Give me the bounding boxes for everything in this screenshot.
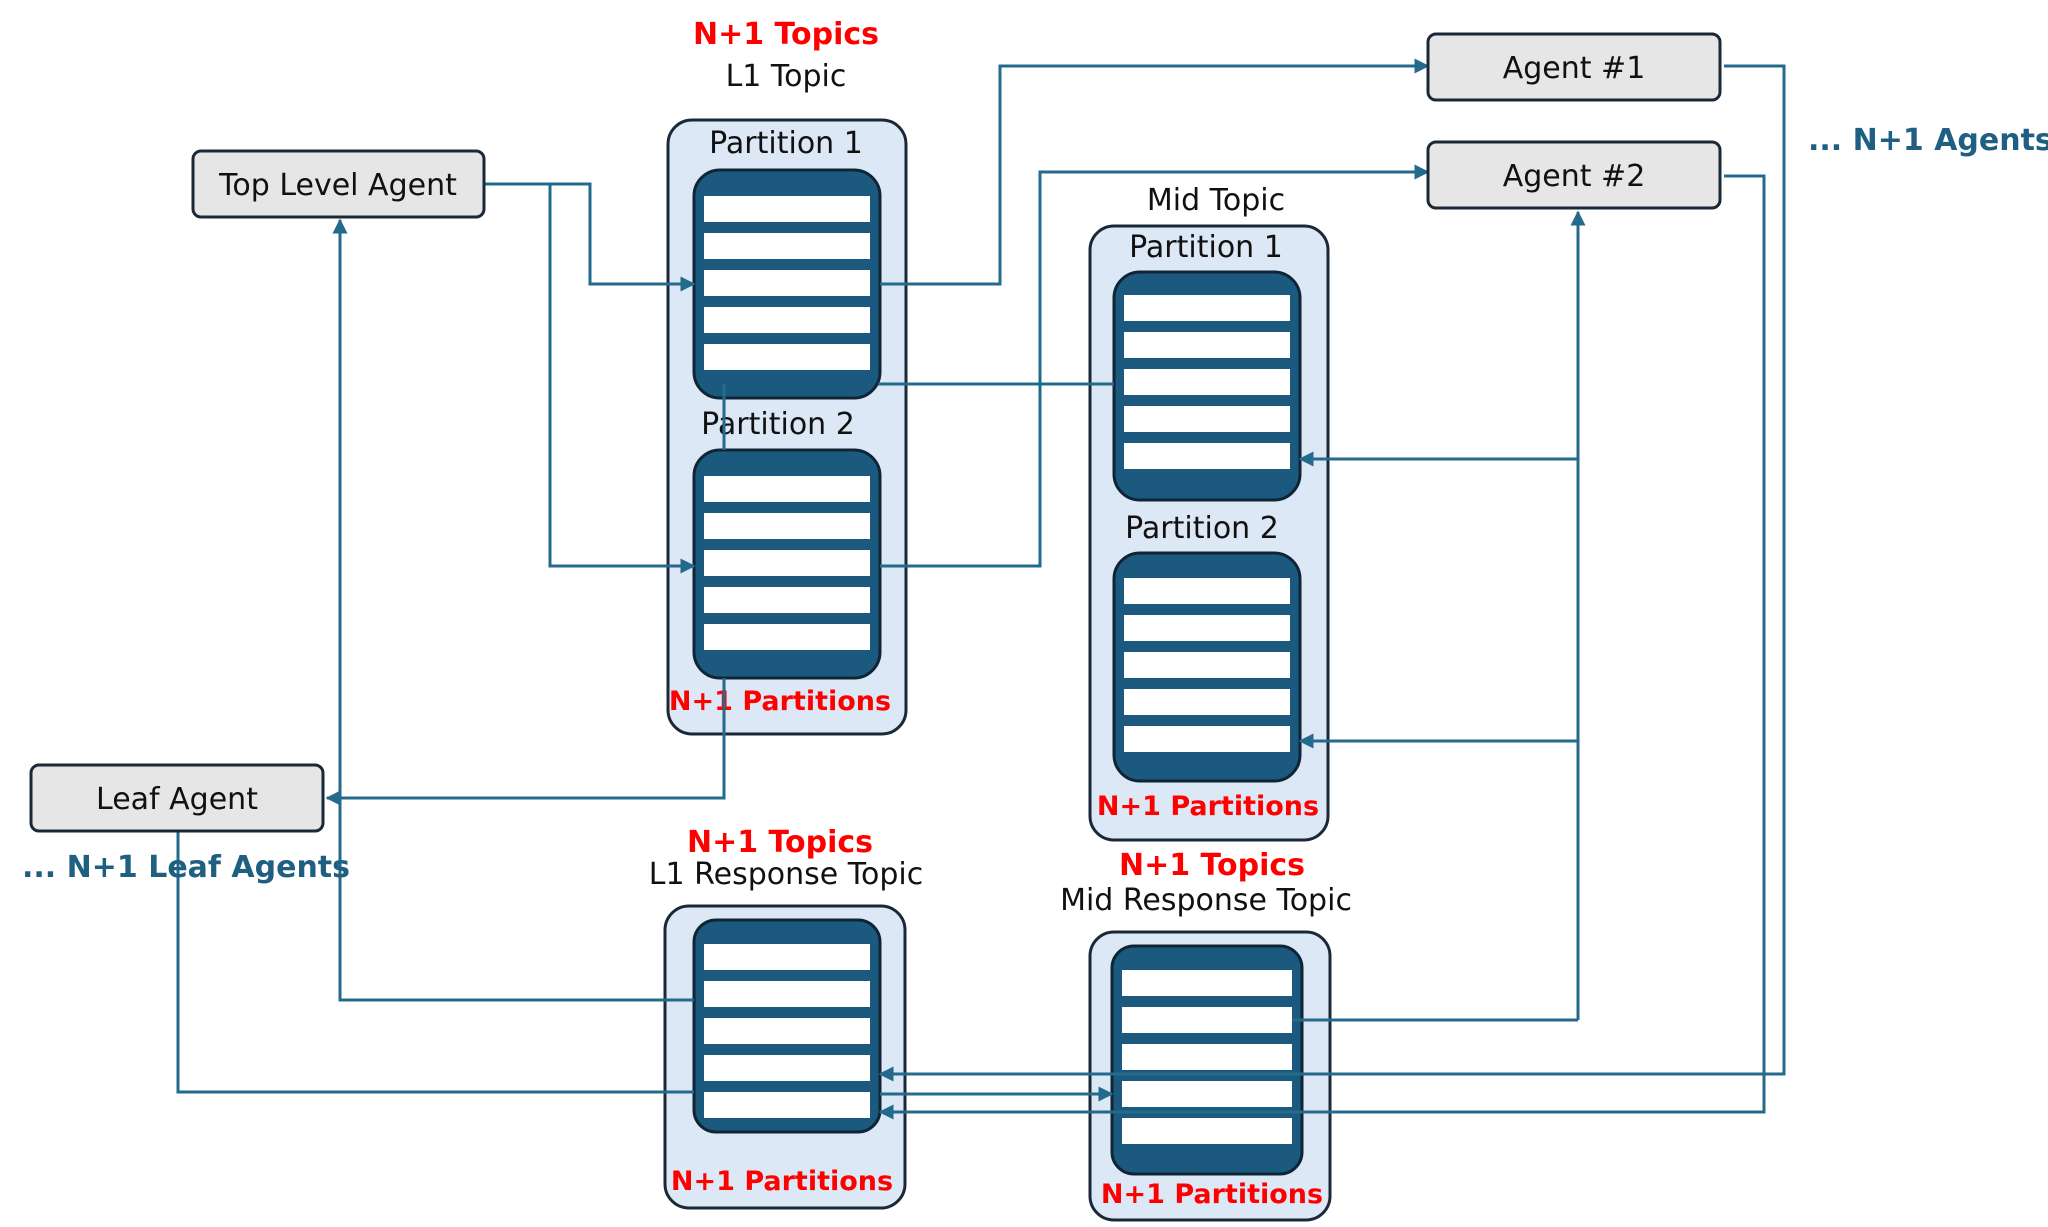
partition-slot	[1122, 1044, 1292, 1070]
agent-2-box[interactable]	[1426, 140, 1722, 210]
connector-l1p1-to-agent1	[880, 58, 1430, 286]
partition-slot	[1124, 652, 1290, 678]
partition-slot	[704, 196, 870, 222]
l1-response-count-label: N+1 Topics	[687, 825, 873, 860]
l1-response-partitions-label: N+1 Partitions	[671, 1166, 893, 1197]
partition-slot	[1122, 1007, 1292, 1033]
l1-partition1-label: Partition 1	[709, 126, 863, 161]
mid-partition2-label: Partition 2	[1125, 511, 1279, 546]
partition-slot	[704, 344, 870, 370]
partition-slot	[704, 307, 870, 333]
connector-l1p2-to-agent2	[880, 164, 1430, 568]
partition-slot	[1124, 689, 1290, 715]
partition-slot	[704, 1092, 870, 1118]
partition-slot	[704, 1055, 870, 1081]
partition-slot	[704, 476, 870, 502]
partition-slot	[1122, 970, 1292, 996]
l1-topic-title: L1 Topic	[726, 59, 847, 94]
agent-1-label: Agent #1	[1503, 51, 1646, 86]
leaf-agent-box[interactable]	[29, 763, 325, 833]
top-level-agent[interactable]: Top Level Agent	[191, 149, 486, 219]
connector-l1-response-to-top	[332, 218, 694, 1002]
mid-response-count-label: N+1 Topics	[1119, 848, 1305, 883]
n1-agents-annotation: ... N+1 Agents	[1808, 123, 2048, 158]
mid-topic-title: Mid Topic	[1147, 183, 1285, 218]
connectors	[176, 58, 1786, 1120]
partition-slot	[1122, 1118, 1292, 1144]
partition-slot	[1122, 1081, 1292, 1107]
l1-topic-count-label: N+1 Topics	[693, 17, 879, 52]
agent-2[interactable]: Agent #2	[1426, 140, 1722, 210]
partition-slot	[704, 270, 870, 296]
partition-slot	[704, 1018, 870, 1044]
l1-partitions-label: N+1 Partitions	[669, 686, 891, 717]
connector-top-to-l1p2	[548, 184, 696, 574]
leaf-agent[interactable]: Leaf Agent	[29, 763, 325, 833]
partition-slot	[1124, 295, 1290, 321]
agent-2-label: Agent #2	[1503, 159, 1646, 194]
mid-response-topic: N+1 Topics Mid Response Topic N+1 Partit…	[1060, 848, 1352, 1222]
connector-to-leaf-agent	[325, 678, 726, 806]
partition-slot	[704, 981, 870, 1007]
mid-topic: Mid Topic Partition 1 Partition 2 N+1 Pa…	[1088, 183, 1330, 842]
connector-agent1-to-l1-response	[878, 64, 1786, 1082]
partition-slot	[1124, 369, 1290, 395]
l1-response-topic: N+1 Topics L1 Response Topic N+1 Partiti…	[649, 825, 923, 1210]
connector-leaf-to-l1-response	[176, 832, 694, 1094]
agent-1-box[interactable]	[1426, 32, 1722, 102]
partition-slot	[1124, 332, 1290, 358]
l1-partition2-label: Partition 2	[701, 407, 855, 442]
partition-slot	[704, 233, 870, 259]
top-level-agent-label: Top Level Agent	[218, 168, 457, 203]
l1-topic: N+1 Topics L1 Topic Partition 1 Partitio…	[666, 17, 908, 736]
connector-top-to-l1p1	[484, 182, 696, 292]
partition-slot	[704, 550, 870, 576]
partition-slot	[1124, 615, 1290, 641]
partition-slot	[1124, 726, 1290, 752]
partition-slot	[1124, 443, 1290, 469]
mid-partition1-label: Partition 1	[1129, 230, 1283, 265]
partition-slot	[704, 513, 870, 539]
mid-response-partitions-label: N+1 Partitions	[1101, 1179, 1323, 1210]
n1-leaf-agents-annotation: ... N+1 Leaf Agents	[22, 850, 350, 885]
mid-partitions-label: N+1 Partitions	[1097, 791, 1319, 822]
leaf-agent-label: Leaf Agent	[96, 782, 258, 817]
connector-agent2-to-l1-response	[878, 174, 1766, 1120]
partition-slot	[704, 624, 870, 650]
mid-partition1	[1112, 270, 1302, 502]
partition-slot	[1124, 578, 1290, 604]
mid-partition2	[1112, 551, 1302, 783]
mid-response-partition	[1110, 944, 1304, 1176]
mid-response-title: Mid Response Topic	[1060, 883, 1352, 918]
l1-partition2	[692, 448, 882, 680]
partition-slot	[704, 587, 870, 613]
l1-response-partition	[692, 918, 882, 1134]
top-level-agent-box[interactable]	[191, 149, 486, 219]
agent-1[interactable]: Agent #1	[1426, 32, 1722, 102]
partition-slot	[704, 944, 870, 970]
l1-partition1	[692, 168, 882, 400]
l1-response-title: L1 Response Topic	[649, 857, 923, 892]
partition-slot	[1124, 406, 1290, 432]
